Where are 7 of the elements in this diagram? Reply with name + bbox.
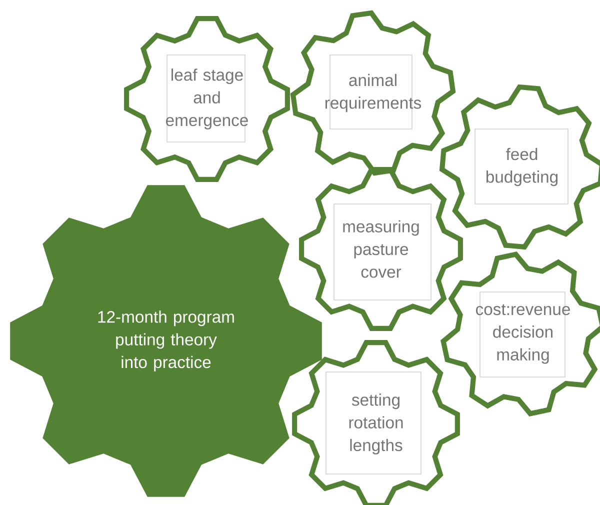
gear: animal requirements [290,10,456,176]
gear: cost:revenue decision making [440,252,600,416]
gear: measuring pasture cover [299,167,463,331]
gear: leaf stage and emergence [124,16,290,182]
gear: setting rotation lengths [292,340,460,505]
gear: feed budgeting [439,84,600,250]
gear: 12-month program putting theory into practice [10,185,322,497]
